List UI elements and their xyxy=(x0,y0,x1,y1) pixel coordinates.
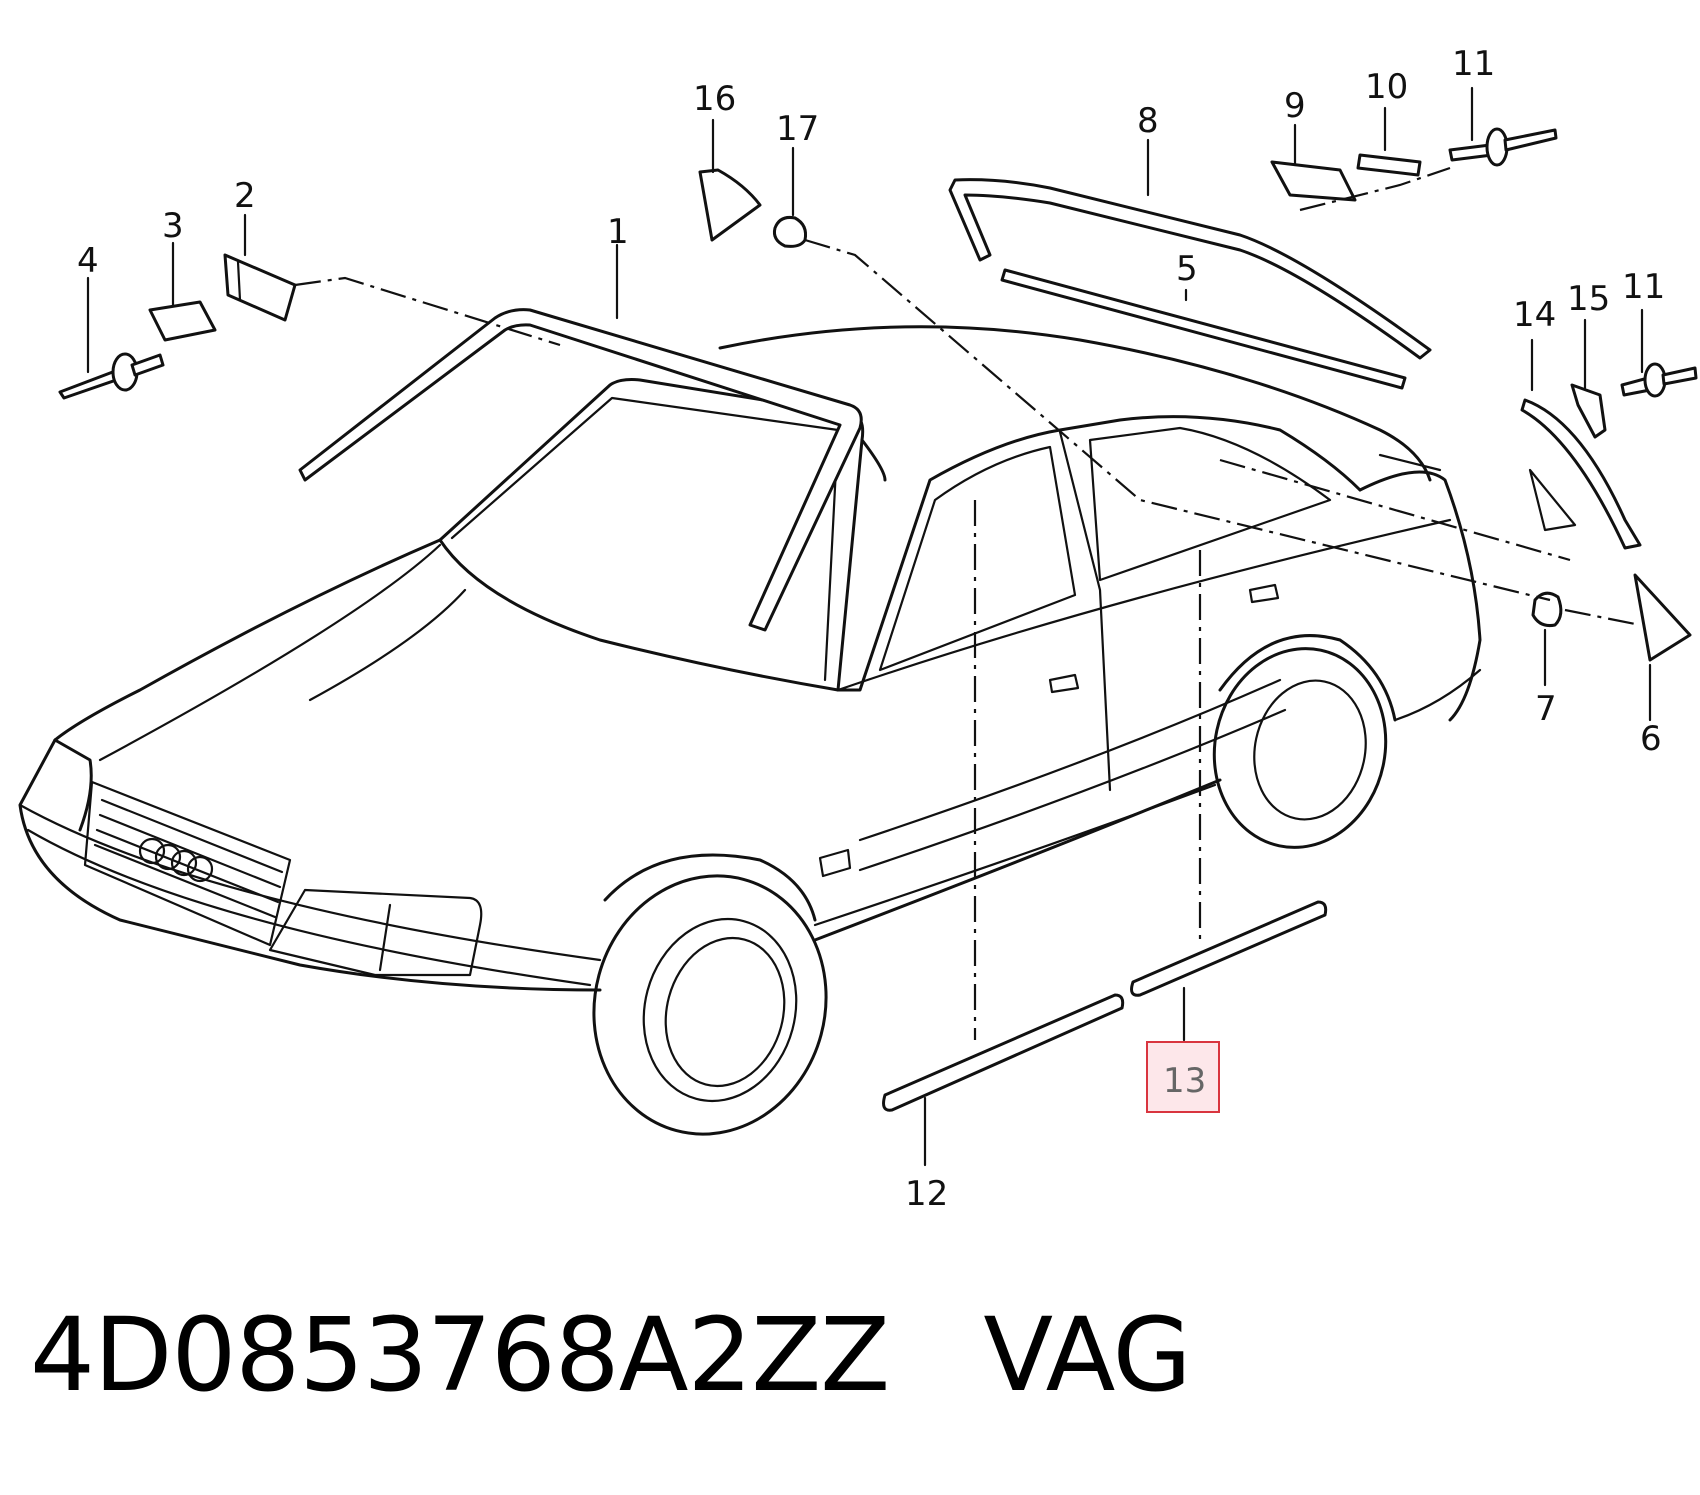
part-8-door-frame-trim xyxy=(948,178,1432,360)
callout-11b: 11 xyxy=(1622,267,1665,307)
part-17-clip xyxy=(773,216,807,248)
part-16-triangle-trim xyxy=(698,168,762,242)
part-11a-rivet xyxy=(1448,127,1558,167)
callout-17: 17 xyxy=(776,109,819,149)
callout-1: 1 xyxy=(607,212,629,252)
part-4-rivet xyxy=(58,352,165,400)
part-2-bracket xyxy=(223,253,297,322)
part-7-clip xyxy=(1531,591,1563,627)
part-13-side-molding xyxy=(1130,900,1328,997)
part-12-side-molding xyxy=(882,993,1125,1112)
callout-15: 15 xyxy=(1567,279,1610,319)
highlight-box-13 xyxy=(1146,1041,1220,1113)
callout-11a: 11 xyxy=(1452,44,1495,84)
callout-7: 7 xyxy=(1535,689,1557,729)
callout-4: 4 xyxy=(77,241,99,281)
callout-2: 2 xyxy=(234,176,256,216)
callout-16: 16 xyxy=(693,79,736,119)
callout-6: 6 xyxy=(1640,719,1662,759)
callout-3: 3 xyxy=(162,206,184,246)
callout-numbers: 1 2 3 4 5 6 7 8 9 10 11 11 12 13 14 15 1… xyxy=(77,44,1665,1214)
callout-14: 14 xyxy=(1513,295,1556,335)
dashed-guides xyxy=(294,166,1641,1040)
callout-12: 12 xyxy=(905,1174,948,1214)
car-illustration xyxy=(18,325,1482,1136)
part-14-rear-trim xyxy=(1520,398,1642,550)
part-11b-rivet xyxy=(1620,362,1698,398)
callout-9: 9 xyxy=(1284,86,1306,126)
part-3-bracket xyxy=(148,300,217,342)
callout-13: 13 xyxy=(1163,1061,1206,1101)
part-9-bracket xyxy=(1270,160,1357,202)
callout-8: 8 xyxy=(1137,101,1159,141)
part-6-triangle-trim xyxy=(1528,468,1692,662)
part-10-clip xyxy=(1356,153,1422,177)
part-number-caption: 4D0853768A2ZZ VAG xyxy=(30,1296,1192,1415)
part-5-strip xyxy=(1000,268,1407,390)
callout-5: 5 xyxy=(1176,249,1198,289)
part-1-windshield-molding xyxy=(298,308,863,632)
leader-lines xyxy=(86,86,1652,1167)
callout-10: 10 xyxy=(1365,67,1408,107)
part-15-clip xyxy=(1570,383,1607,439)
